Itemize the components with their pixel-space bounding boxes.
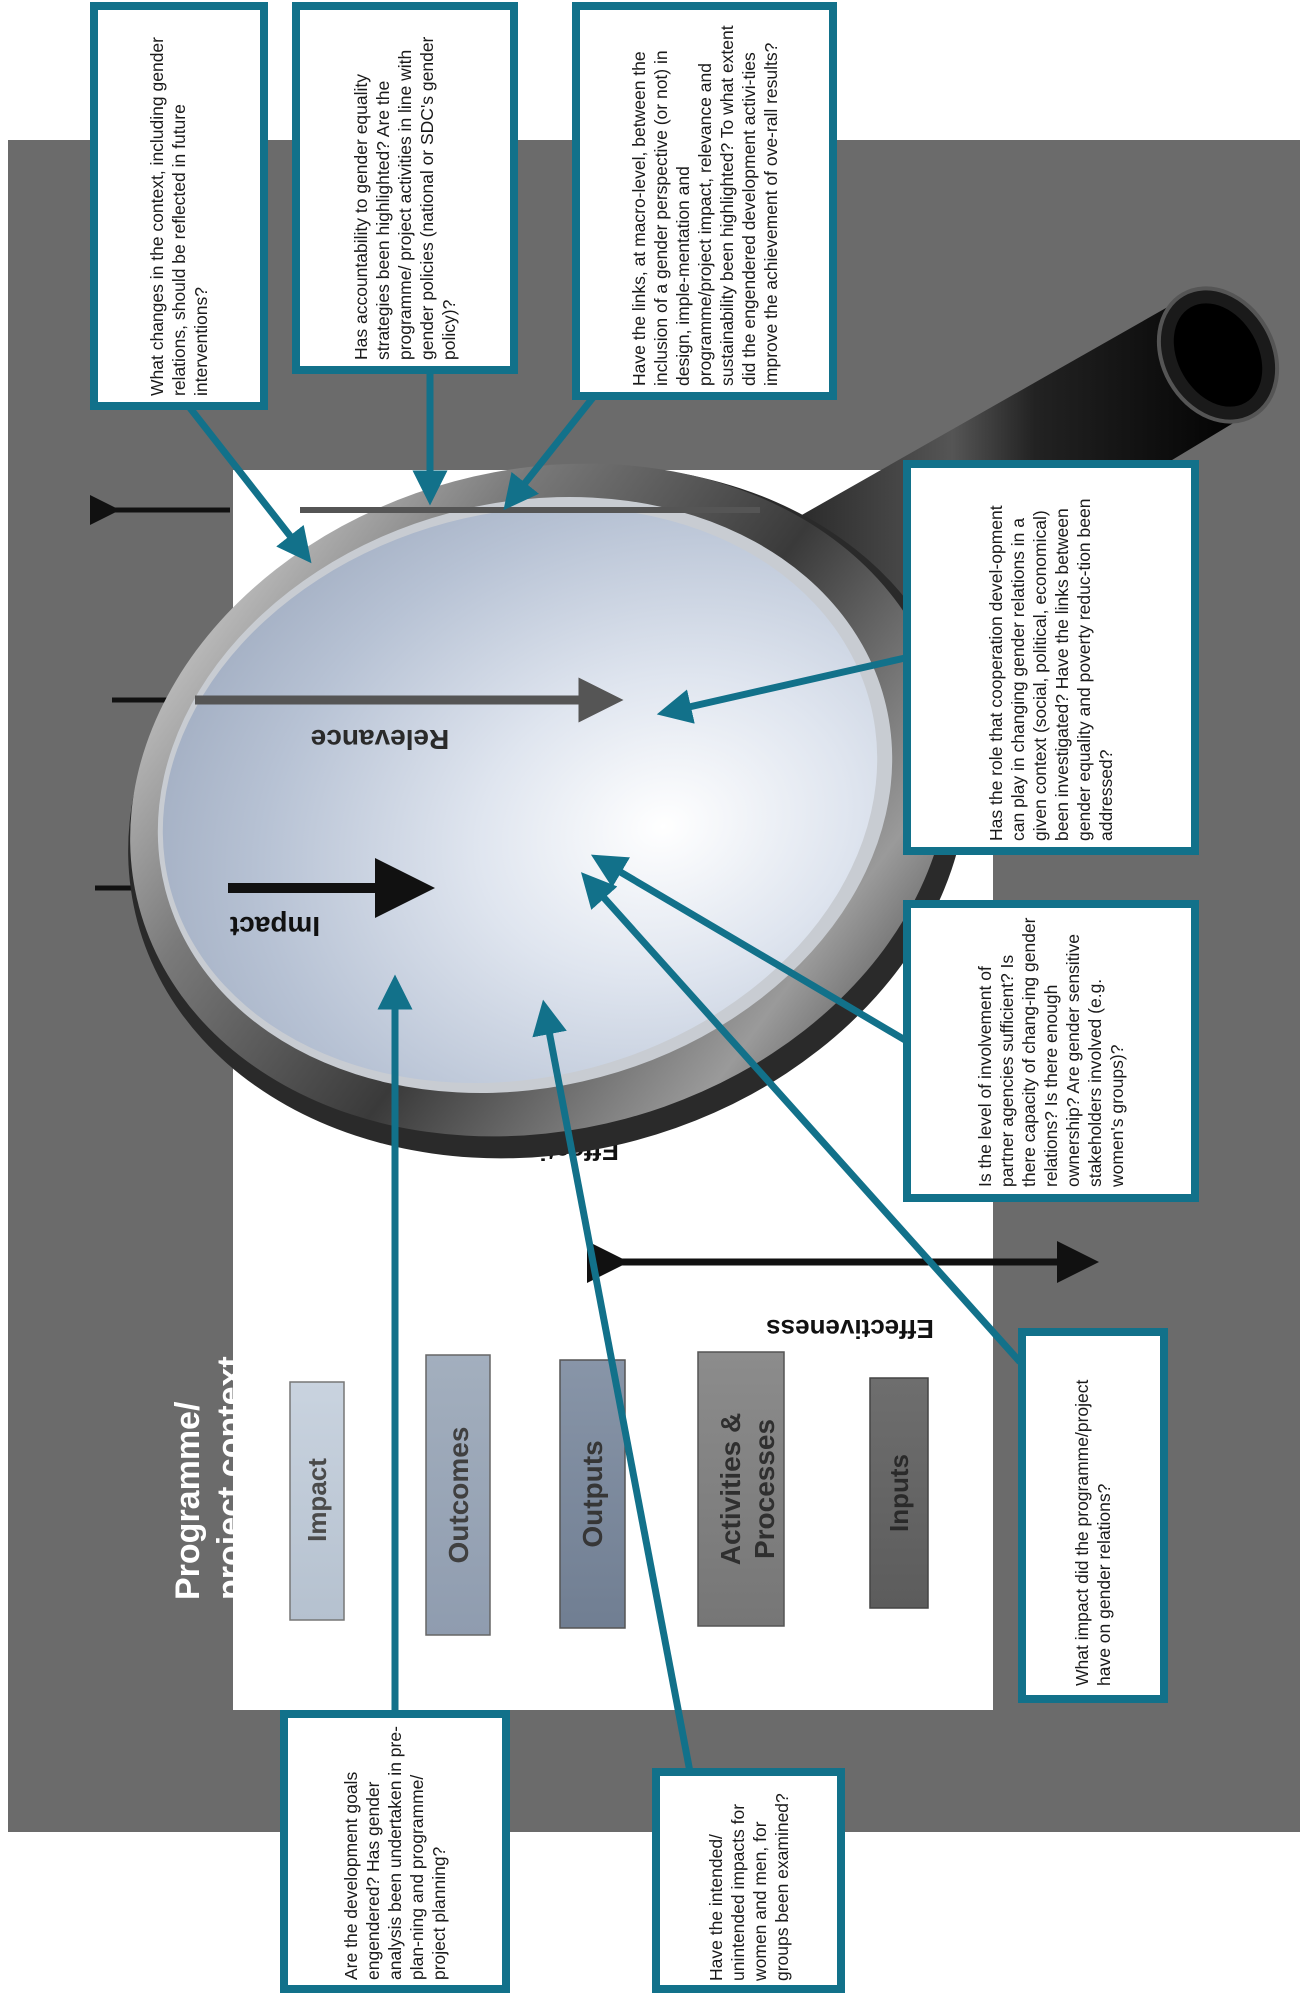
question-text-8: Have the intended/ unintended impacts fo… — [705, 1792, 792, 1981]
chain-label-impact: Impact — [302, 1458, 332, 1542]
chain-label-inputs: Inputs — [884, 1454, 914, 1532]
chain-box-outputs — [559, 1359, 626, 1629]
question-text-6: What impact did the programme/project ha… — [1072, 1379, 1114, 1686]
connector-q1 — [187, 405, 312, 564]
chain-label-outputs: Outputs — [577, 1440, 608, 1547]
effectiveness-lower-label: Effectiveness — [766, 1314, 934, 1344]
impact-label: Impact — [230, 911, 320, 942]
connector-arrows — [187, 370, 1023, 1773]
chain-label-activities-line1: Activities & — [715, 1413, 746, 1566]
chain-box-inputs — [869, 1377, 929, 1609]
question-text-2: Has accountability to gender equality st… — [351, 36, 459, 360]
question-text-7: Are the development goals engendered? Ha… — [341, 1725, 449, 1980]
question-text-4: Has the role that cooperation devel-opme… — [986, 498, 1116, 841]
connector-q4 — [656, 654, 906, 724]
question-box-1: What changes in the context, including g… — [90, 2, 268, 410]
chain-box-activities — [697, 1351, 785, 1627]
question-box-2: Has accountability to gender equality st… — [292, 2, 518, 374]
chain-label-activities-line2: Processes — [749, 1419, 780, 1559]
context-title-line2: project context — [211, 1356, 249, 1600]
question-box-8: Have the intended/ unintended impacts fo… — [652, 1768, 845, 1993]
question-box-3: Have the links, at macro-level, between … — [572, 2, 837, 400]
chain-label-outcomes: Outcomes — [443, 1427, 474, 1564]
impact-arrow: Impact — [228, 858, 435, 942]
question-text-5: Is the level of involvement of partner a… — [975, 917, 1127, 1187]
question-box-6: What impact did the programme/project ha… — [1018, 1328, 1168, 1703]
question-text-3: Have the links, at macro-level, between … — [628, 25, 781, 386]
question-text-1: What changes in the context, including g… — [147, 37, 211, 396]
relevance-label: Relevance — [311, 724, 450, 755]
connector-q6 — [580, 872, 1023, 1365]
chain-box-impact — [289, 1381, 345, 1621]
question-box-4: Has the role that cooperation devel-opme… — [903, 460, 1199, 855]
chain-box-outcomes — [425, 1354, 491, 1636]
context-title-line1: Programme/ — [169, 1401, 207, 1600]
magnifier-lens — [162, 506, 878, 1084]
connector-q3 — [503, 392, 598, 511]
relevance-arrow: Relevance — [195, 677, 624, 755]
effectiveness-lower-arrow: Effectiveness — [587, 1241, 1099, 1344]
result-chain: Impact Outcomes Outputs Activities &Proc… — [289, 1351, 929, 1636]
connector-q8 — [532, 999, 694, 1773]
question-box-5: Is the level of involvement of partner a… — [903, 900, 1199, 1202]
connector-q5 — [590, 854, 907, 1044]
question-box-7: Are the development goals engendered? Ha… — [280, 1710, 510, 1993]
chain-label-activities: Activities &Processes — [715, 1413, 780, 1566]
